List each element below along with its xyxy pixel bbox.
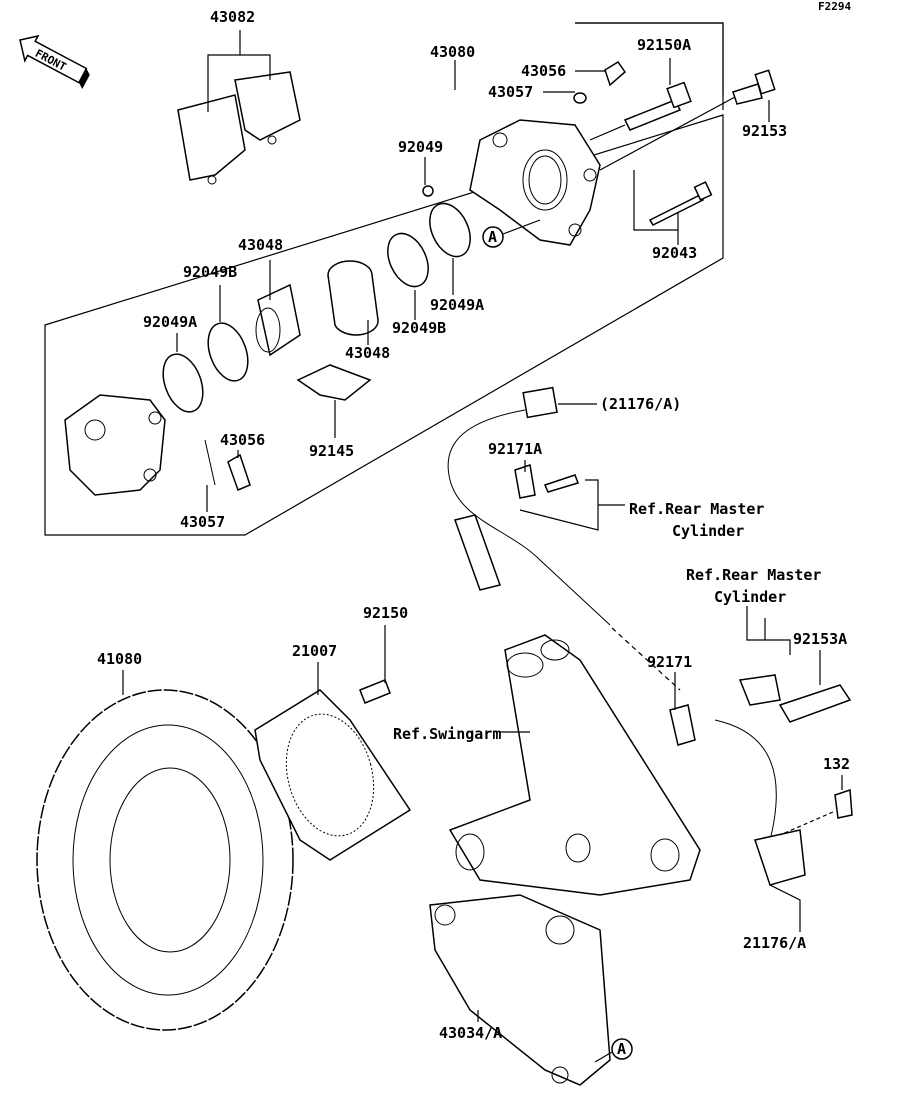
ref-a-top-circle: [482, 226, 504, 248]
label-ref-master-2-cyl: Cylinder: [714, 588, 786, 606]
bolt-clamp: [543, 474, 579, 493]
connector-21176A: [522, 386, 558, 419]
seal-92049B-left: [207, 322, 249, 382]
label-ref-master-2: Ref.Rear Master: [686, 566, 821, 584]
label-43057-low: 43057: [180, 513, 225, 531]
cap-43057-top: [573, 92, 587, 104]
clamp-92171: [669, 704, 696, 746]
ref-a-top: A: [488, 228, 497, 246]
label-ref-swingarm: Ref.Swingarm: [393, 725, 501, 743]
bolt-92150A: [623, 81, 692, 131]
sensor-cable: [447, 409, 611, 626]
label-43048-right: 43048: [345, 344, 390, 362]
label-43048-left: 43048: [238, 236, 283, 254]
caliper-body-left: [64, 394, 166, 496]
label-21176A-conn: (21176/A): [600, 395, 681, 413]
label-92049A-right: 92049A: [430, 296, 484, 314]
label-92153: 92153: [742, 122, 787, 140]
label-ref-master-1-cyl: Cylinder: [672, 522, 744, 540]
leader-pads: [207, 30, 271, 112]
label-43056-low: 43056: [220, 431, 265, 449]
seal-92049A-right: [429, 202, 471, 258]
sensor-21176A: [754, 829, 806, 886]
label-92153A: 92153A: [793, 630, 847, 648]
pin-92043: [648, 181, 713, 226]
cap-43057-low: [204, 439, 216, 486]
label-ref-master-1: Ref.Rear Master: [629, 500, 764, 518]
label-132: 132: [823, 755, 850, 773]
label-92171: 92171: [647, 653, 692, 671]
caliper-body-right: [469, 119, 601, 246]
swingarm: [448, 634, 701, 896]
label-43034A: 43034/A: [439, 1024, 502, 1042]
label-92171A: 92171A: [488, 440, 542, 458]
brake-disc-41080: [36, 689, 294, 1031]
seal-92049B-right: [387, 232, 429, 288]
label-43080: 43080: [430, 43, 475, 61]
valve-43056-top: [604, 60, 627, 87]
valve-43056-low: [227, 453, 251, 491]
label-41080: 41080: [97, 650, 142, 668]
oring-92049: [422, 185, 434, 197]
seal-92049A-left: [162, 353, 204, 413]
ref-a-bottom: A: [617, 1040, 626, 1058]
sensor-cable-low: [714, 719, 777, 841]
label-92049: 92049: [398, 138, 443, 156]
label-21007: 21007: [292, 642, 337, 660]
label-92043: 92043: [652, 244, 697, 262]
diagram-code: F2294: [818, 0, 851, 13]
label-43057-top: 43057: [488, 83, 533, 101]
bracket-clip: [738, 674, 781, 706]
label-92049B-right: 92049B: [392, 319, 446, 337]
label-92150: 92150: [363, 604, 408, 622]
label-92150A: 92150A: [637, 36, 691, 54]
rotor-ring-21007: [254, 689, 412, 861]
spring-92145: [296, 364, 372, 401]
bolt-92153: [732, 69, 776, 105]
bolt-132: [834, 788, 853, 819]
brake-pads: [177, 71, 301, 185]
label-43056-top: 43056: [521, 62, 566, 80]
caliper-assy-outline: [44, 22, 724, 536]
label-43082: 43082: [210, 8, 255, 26]
bolt-92150: [359, 679, 391, 704]
ref-a-bottom-circle: [611, 1038, 633, 1060]
front-arrow-icon: FRONT: [19, 34, 90, 89]
piston-43048-right: [327, 260, 379, 336]
caliper-bracket: [429, 894, 611, 1086]
label-92145: 92145: [309, 442, 354, 460]
bolt-92153A: [778, 684, 852, 723]
sensor-top: [454, 514, 501, 591]
label-21176A: 21176/A: [743, 934, 806, 952]
label-92049A-left: 92049A: [143, 313, 197, 331]
piston-43048-left: [255, 283, 301, 357]
label-92049B-left: 92049B: [183, 263, 237, 281]
